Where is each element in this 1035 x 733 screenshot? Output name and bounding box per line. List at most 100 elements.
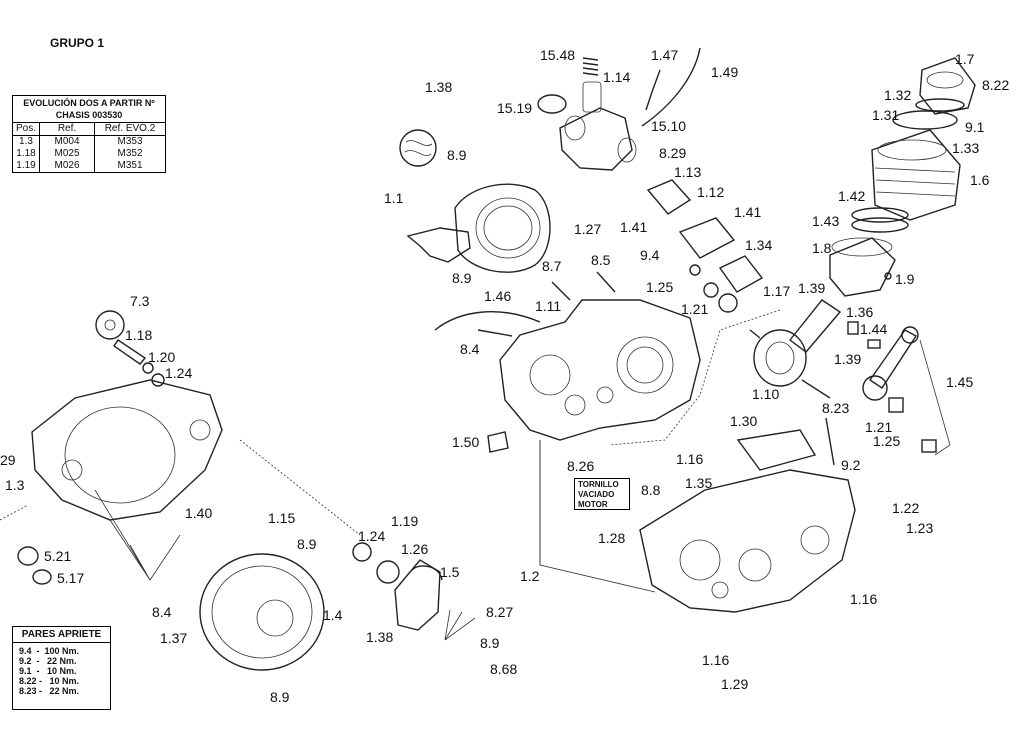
part-number-label: 8.29 (659, 145, 686, 161)
plug-part (399, 129, 437, 167)
reed-valve-part (678, 217, 736, 259)
cylinder-part (871, 129, 961, 221)
part-number-label: 5.17 (57, 570, 84, 586)
connecting-rod-part (862, 326, 919, 401)
part-number-label: 15.48 (540, 47, 575, 63)
part-number-label: 1.30 (730, 413, 757, 429)
washer-part (151, 373, 165, 387)
table-row: 1.3 M004 M353 (13, 136, 165, 148)
part-number-label: 8.27 (486, 604, 513, 620)
part-number-label: 8.5 (591, 252, 611, 268)
table-row: 1.19 M026 M351 (13, 160, 165, 172)
washer-part (689, 264, 701, 276)
torque-table: PARES APRIETE 9.4 - 100 Nm. 9.2 - 22 Nm.… (12, 626, 111, 710)
part-number-label: 1.47 (651, 47, 678, 63)
table-cell: 1.18 (13, 148, 40, 160)
part-number-label: 8.9 (297, 536, 317, 552)
table-cell: M004 (40, 136, 95, 148)
part-number-label: 8.9 (447, 147, 467, 163)
part-number-label: 8.8 (641, 482, 661, 498)
part-number-label: 1.39 (798, 280, 825, 296)
cylinder-head-part (919, 57, 976, 115)
part-number-label: 8.26 (567, 458, 594, 474)
bearing-part (718, 293, 738, 313)
torque-row: 9.4 - 100 Nm. (19, 646, 80, 656)
assembly-guide-line (444, 609, 476, 641)
part-number-label: 1.16 (702, 652, 729, 668)
part-number-label: 1.38 (425, 79, 452, 95)
part-number-label: 1.13 (674, 164, 701, 180)
evolution-table-header: EVOLUCIÓN DOS A PARTIR Nº CHASIS 003530 (13, 96, 165, 123)
pin-part (867, 339, 881, 349)
bolt-part (477, 329, 513, 337)
base-gasket-part (736, 429, 817, 471)
crankshaft-part (749, 299, 842, 399)
clutch-cover-part (31, 379, 223, 521)
part-number-label: 1.43 (812, 213, 839, 229)
part-number-label: 9.2 (841, 457, 861, 473)
clamp-part (537, 94, 567, 114)
part-number-label: 1.11 (535, 298, 561, 314)
table-cell: 1.19 (13, 160, 40, 172)
part-number-label: 8.4 (460, 341, 480, 357)
part-number-label: 1.26 (401, 541, 428, 557)
part-number-label: 1.19 (391, 513, 418, 529)
part-number-label: 1.2 (520, 568, 540, 584)
assembly-guide-line (0, 504, 29, 521)
part-number-label: 1.21 (681, 301, 708, 317)
part-number-label: 15.10 (651, 118, 686, 134)
part-number-label: 1.28 (598, 530, 625, 546)
part-number-label: 1.7 (955, 51, 975, 67)
part-number-label: 8.9 (452, 270, 472, 286)
shaft-part (113, 339, 147, 365)
part-number-label: 1.33 (952, 140, 979, 156)
assembly-guide-line (539, 440, 656, 593)
drain-screw-note: TORNILLO VACIADO MOTOR (574, 478, 630, 510)
intake-manifold-part (646, 179, 692, 215)
piston-part (829, 237, 896, 297)
part-number-label: 1.3 (5, 477, 25, 493)
part-number-label: 1.5 (440, 564, 460, 580)
torque-row: 8.22 - 10 Nm. (19, 676, 80, 686)
ignition-cover-part (406, 183, 551, 273)
water-pump-part (376, 559, 443, 631)
part-number-label: 8.9 (270, 689, 290, 705)
part-number-label: 1.41 (734, 204, 761, 220)
part-number-label: 1.6 (970, 172, 990, 188)
part-number-label: 8.4 (152, 604, 172, 620)
part-number-label: 1.8 (812, 240, 832, 256)
left-crankcase-part (499, 299, 701, 441)
part-number-label: 29 (0, 452, 16, 468)
part-number-label: 1.1 (384, 190, 404, 206)
part-number-label: 1.17 (763, 283, 790, 299)
o-ring-part (915, 98, 965, 112)
table-cell: M352 (117, 148, 143, 159)
evolution-table: EVOLUCIÓN DOS A PARTIR Nº CHASIS 003530 … (12, 95, 166, 173)
o-ring-part (32, 569, 52, 585)
needle-bearing-part (847, 321, 859, 335)
clip-part (884, 272, 892, 280)
column-header: Ref. EVO.2 (104, 123, 156, 134)
part-number-label: 1.24 (165, 365, 192, 381)
part-number-label: 8.68 (490, 661, 517, 677)
part-number-label: 1.44 (860, 321, 887, 337)
part-number-label: 1.29 (721, 676, 748, 692)
part-number-label: 1.23 (906, 520, 933, 536)
torque-row: 8.23 - 22 Nm. (19, 686, 80, 696)
torque-row: 9.2 - 22 Nm. (19, 656, 77, 666)
assembly-guide-line (94, 489, 181, 581)
piston-ring-part (851, 217, 909, 233)
part-number-label: 1.24 (358, 528, 385, 544)
part-number-label: 1.20 (148, 349, 175, 365)
note-line: TORNILLO (578, 480, 619, 489)
part-number-label: 1.46 (484, 288, 511, 304)
part-number-label: 1.36 (846, 304, 873, 320)
part-number-label: 1.27 (574, 221, 601, 237)
assembly-guide-line (239, 439, 361, 536)
evolution-table-column-headers: Pos. Ref. Ref. EVO.2 (13, 123, 165, 136)
part-number-label: 1.49 (711, 64, 738, 80)
table-cell: M353 (117, 136, 143, 147)
seal-part (703, 282, 719, 298)
part-number-label: 1.25 (646, 279, 673, 295)
